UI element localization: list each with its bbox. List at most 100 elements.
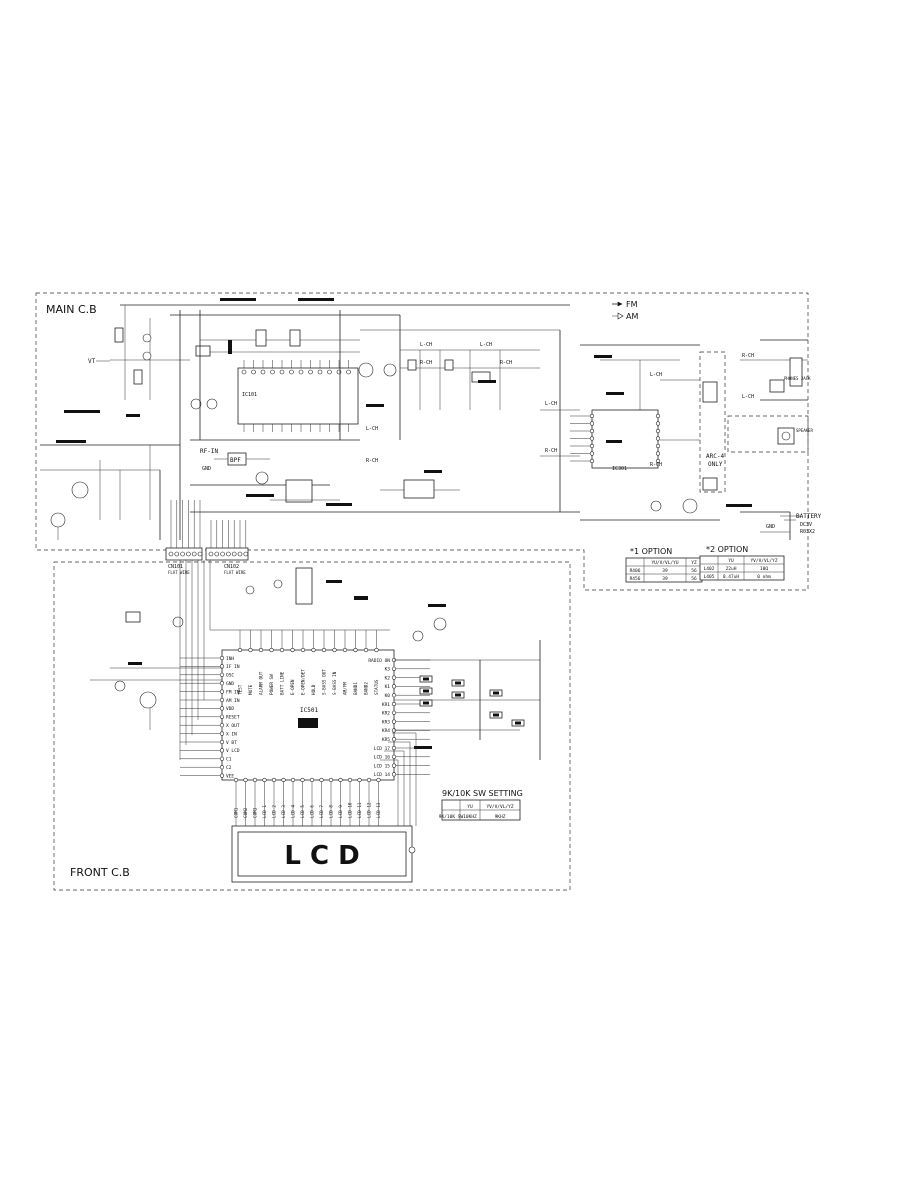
sw-setting-cell: 10KHZ [463,814,477,820]
ic501-pin [258,647,264,653]
tuner-section: VT [40,298,570,540]
ic301-pin [655,421,661,426]
phones-jack-label: PHONES JACK [784,376,811,381]
ic501-pin [219,689,225,694]
battery-spec: DC3V [800,522,812,528]
cn102-pin [243,551,249,557]
option1-cell: R406 [630,568,641,574]
cn102-pin [231,551,237,557]
ic501-pin [281,777,286,783]
ic501-pin [252,777,258,783]
ic501-pin [219,655,225,661]
legend-am: AM [626,312,638,321]
ic501-pin [219,739,225,745]
r-ch-label-3: R-CH [366,458,378,464]
ic501-pin-label: KR1 [382,702,390,708]
option1-cell: YZ [691,560,697,566]
option1-cell: R456 [630,576,641,582]
cn102-pin [226,551,231,557]
ic301-label: IC301 [612,466,627,472]
ic501-pin [391,772,397,777]
ic301-pin [589,451,595,456]
ic501-pin-label: S-BASS IN [332,671,338,695]
vt-label: VT [88,358,96,365]
sw-setting-cell: YU [467,804,473,810]
ic101-pin-dot [308,369,313,375]
ic101-pin-dot [260,369,266,375]
option2-title: *2 OPTION [706,545,748,554]
ic501-pin-label: BAND1 [353,682,359,695]
ic501-pin [328,777,334,783]
key-switch-cap [423,677,429,681]
signal-legend: FM AM [612,300,638,321]
ic501-pin [342,647,348,653]
l-ch-label-3: L-CH [366,426,378,432]
ic501-pin-label: AM/FM [343,682,349,695]
ic101-pin-dot [251,369,256,375]
battery-size: R03X2 [800,529,815,535]
ic501-pin [311,647,316,653]
ic501-pin [357,777,362,783]
option1-cell: 39 [662,576,668,582]
ic501-pin-label: POWER SW [269,674,275,695]
ic501-pin [391,710,397,715]
ic501-pin-label: KR4 [382,728,390,734]
ic501-pin-label: INH [226,656,234,662]
ic501-pin-label: COM2 [243,807,249,818]
r-ch-label-1: R-CH [420,360,432,366]
ic501-pin [300,777,305,783]
ic501-pin [391,763,397,768]
ic501-pin-label: COM1 [234,807,240,818]
ic501-pin [219,714,225,719]
l-ch-jack: L-CH [742,394,754,400]
front-board-frame [53,561,571,891]
lcd-block: L C D [231,732,417,883]
arc-only-label: ONLY [708,461,723,468]
sw-setting-cell: YV/V/VL/YZ [486,804,513,810]
key-switch-cap [423,689,429,693]
r-ch-jack: R-CH [742,353,754,359]
ic501-pin [262,777,267,783]
arc-section: ARC-4 ONLY SPEAKER PHONES JACK R-CH L-CH [699,339,813,493]
ic501-pin [338,777,343,783]
option2-cell: YV/V/VL/YZ [750,558,777,564]
option1-cell: 56 [691,576,697,582]
l-ch-label-4: L-CH [545,401,557,407]
ic101-pin-dot [289,369,294,375]
ic501-pin-label: LCD 6 [310,805,316,818]
ic501-pin [219,748,225,753]
option2-cell: 10Ω [760,566,768,572]
ic501-pin-label: X IN [226,731,237,737]
option1-cell: 56 [691,568,697,574]
ic501-pin-label: LCD 16 [374,755,391,761]
ic501-pin-label: C1 [226,757,232,763]
cn102-pin [208,551,214,557]
ic501-pin-label: AM IN [226,698,240,704]
stereo-section: L-CH R-CH L-CH R-CH L-CH R-CH L-CH R-CH [350,314,580,512]
ic501-pin-label: FM IN [226,689,240,695]
front-components [90,560,541,760]
ic301-amp: IC301 L-CH R-CH [570,344,752,521]
l-ch-amp-out: L-CH [650,372,662,378]
ic501-pin-label: LCD 15 [374,763,391,769]
ic501-pin [309,777,315,783]
ic501-pin-label: ALARM OUT [259,671,265,695]
ic501-pin [391,693,397,698]
ic501-pin-label: LCD 14 [374,772,391,778]
ic501-pin-label: X OUT [226,723,240,729]
cn101-pin [180,551,185,557]
ic101-label: IC101 [242,392,257,398]
ic501-pin [353,647,358,653]
ic501-pin-label: LCD 10 [348,802,354,818]
ic501-pin-label: V BT [226,740,237,746]
ic501-pin-label: LCD 8 [329,805,335,818]
ic301-pin [655,458,661,464]
ic301-pin [589,436,595,441]
ic501-pin [391,701,397,707]
ic501-pin-label: E-OPEN/DET [301,669,307,695]
ic501-pin-label: E-OPEN [290,679,296,695]
cn101-pin [174,551,180,557]
ic501-pin-label: LCD 7 [319,805,325,818]
